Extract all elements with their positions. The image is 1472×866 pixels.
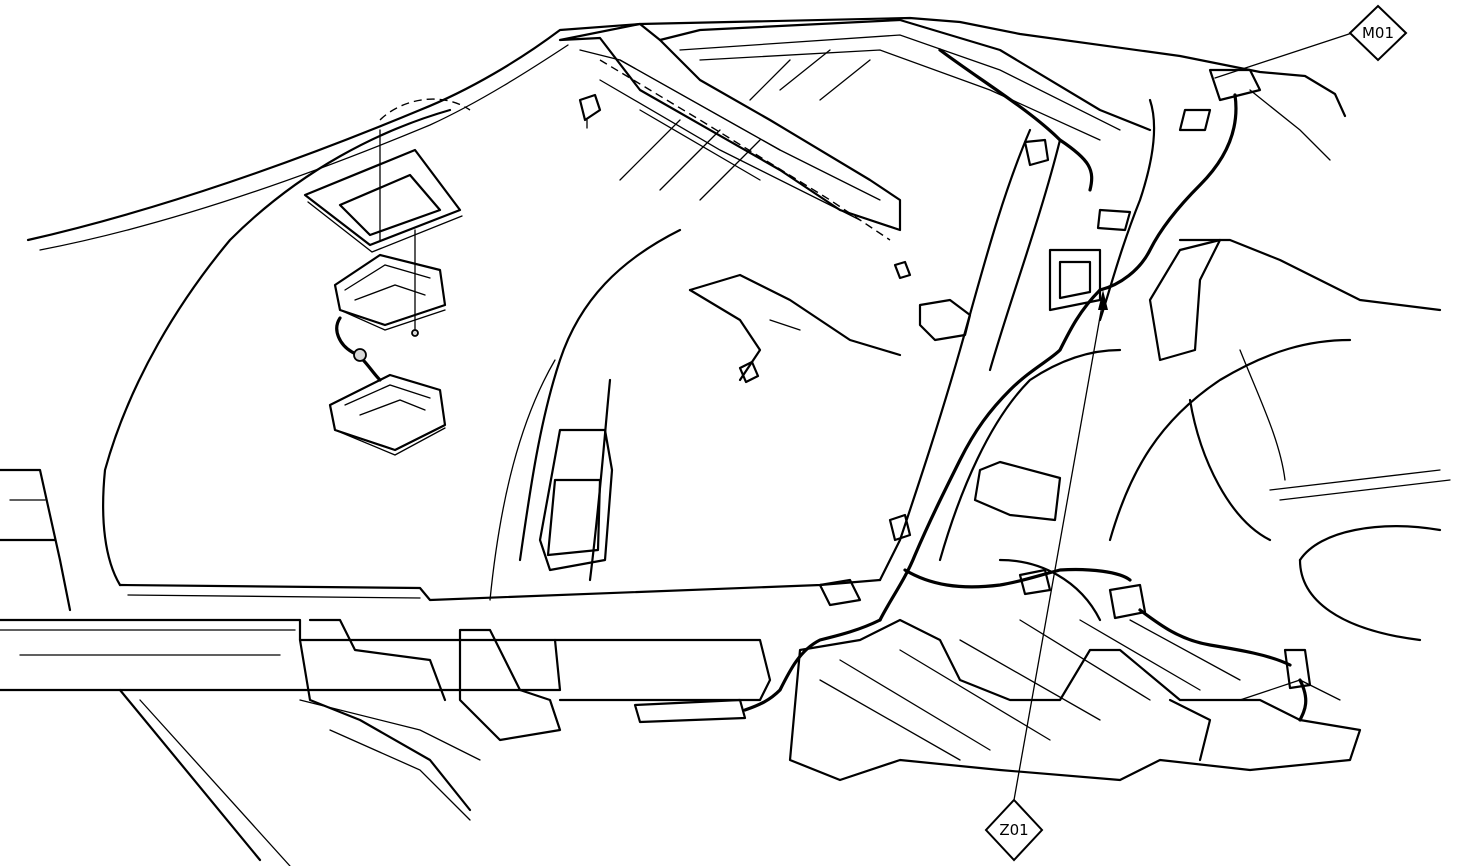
callout-m01: M01 bbox=[1348, 4, 1408, 62]
callout-m01-label: M01 bbox=[1362, 24, 1394, 42]
dome-lamp-assembly bbox=[303, 98, 471, 456]
lower-sill bbox=[0, 468, 772, 866]
floor-area bbox=[788, 558, 1362, 782]
callout-z01: Z01 bbox=[984, 798, 1044, 862]
roof-frame bbox=[558, 18, 1152, 241]
roof-outline bbox=[26, 16, 1347, 602]
leader-lines bbox=[1013, 32, 1353, 801]
c-pillar bbox=[878, 68, 1442, 582]
lamp-housing bbox=[333, 253, 447, 331]
lamp-lens bbox=[328, 373, 447, 456]
rear-seat bbox=[938, 238, 1451, 642]
fasteners bbox=[578, 93, 1050, 607]
b-pillar bbox=[489, 228, 682, 601]
wiring-harness bbox=[633, 48, 1312, 724]
lamp-bezel bbox=[303, 148, 463, 253]
callout-z01-label: Z01 bbox=[999, 821, 1028, 839]
